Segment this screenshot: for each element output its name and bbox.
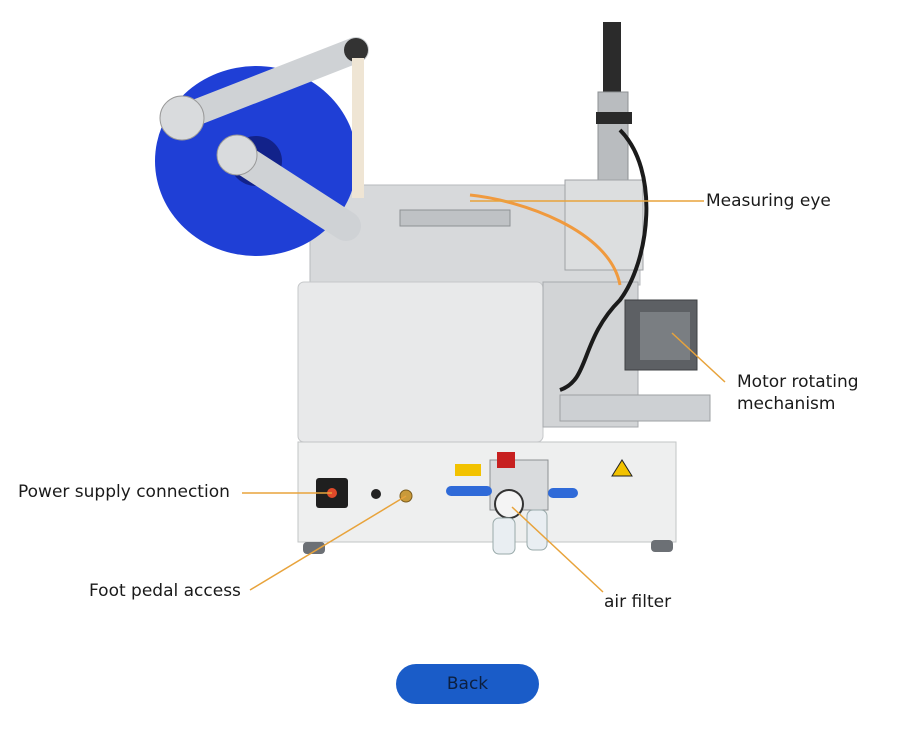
callout-foot-pedal: Foot pedal access <box>89 581 241 601</box>
cylinder-head <box>596 112 632 124</box>
callout-measuring-eye: Measuring eye <box>706 191 831 211</box>
label-strip <box>352 58 364 198</box>
motor-face <box>640 312 690 360</box>
top-roller <box>344 38 368 62</box>
callout-air-filter: air filter <box>604 592 672 612</box>
guide-rail <box>399 209 511 227</box>
mid-roller <box>216 134 258 176</box>
upper-roller <box>159 95 205 141</box>
hazard-triangle <box>611 459 633 477</box>
back-button[interactable]: Back <box>396 664 539 704</box>
callout-line-air <box>511 506 604 593</box>
foot-right <box>651 540 673 552</box>
callout-line-motor <box>671 332 726 383</box>
warning-sign <box>455 464 481 476</box>
pedal-port <box>371 489 381 499</box>
lower-arm <box>221 140 361 241</box>
air-fitting-right <box>548 488 578 498</box>
callout-motor-rotating: Motor rotating mechanism <box>737 371 859 415</box>
air-filter-bowl <box>492 517 516 555</box>
callout-line-foot <box>249 495 407 591</box>
cylinder <box>597 91 629 183</box>
mast <box>603 22 621 92</box>
upper-arm <box>169 37 369 131</box>
callout-motor-line1: Motor rotating <box>737 372 859 392</box>
orange-cable <box>469 193 622 286</box>
rotating-platform <box>559 394 711 422</box>
callout-motor-line2: mechanism <box>737 394 836 414</box>
air-filter-red-knob <box>497 452 515 468</box>
foot-left <box>303 542 325 554</box>
callout-power-supply: Power supply connection <box>18 482 230 502</box>
black-cable <box>559 128 649 392</box>
machine-housing <box>297 281 544 443</box>
sensor-bracket <box>564 179 644 271</box>
air-fitting-left <box>446 486 492 496</box>
